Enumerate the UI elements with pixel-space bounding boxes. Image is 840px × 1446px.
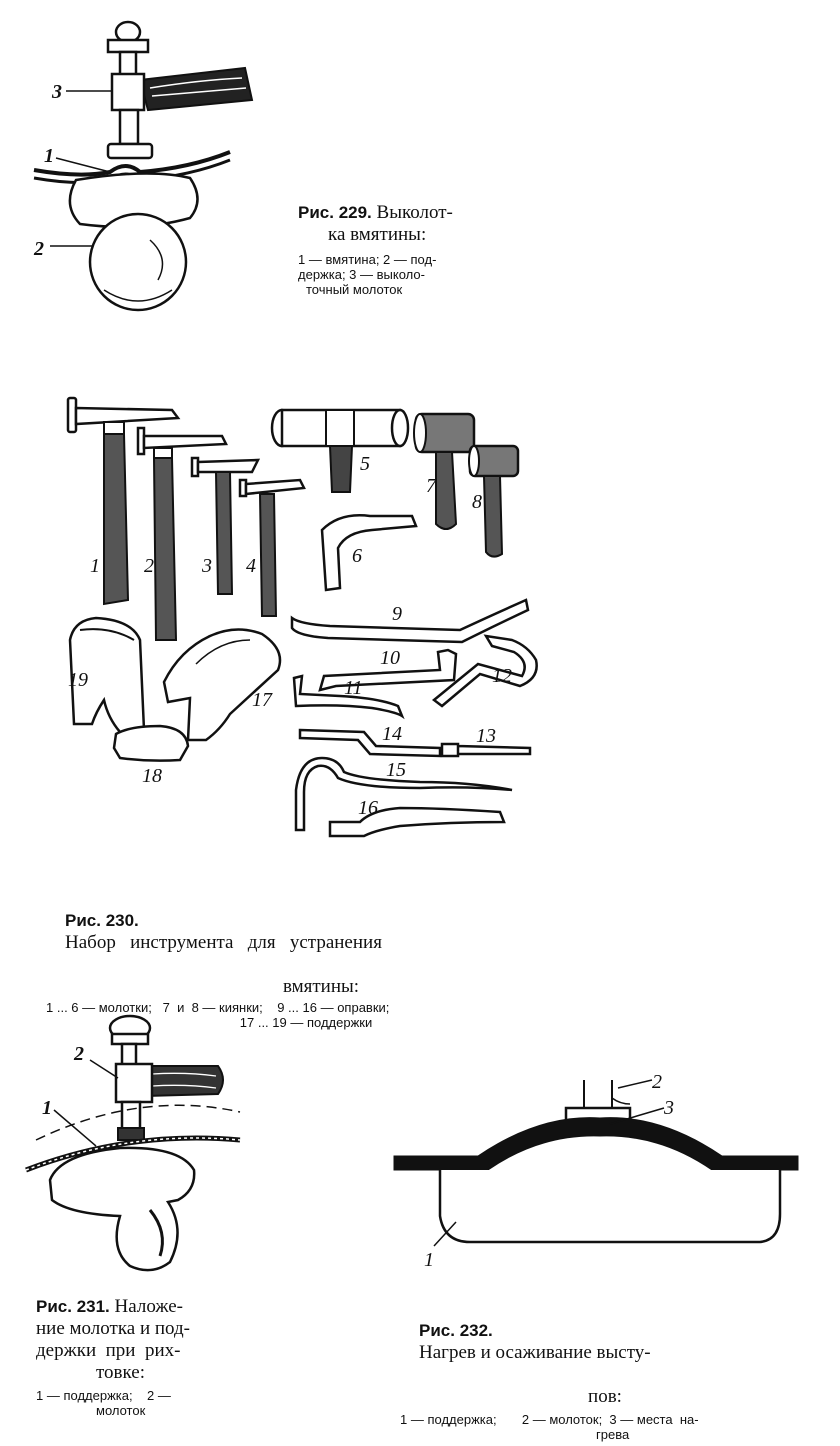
tool-hammer-5 bbox=[270, 408, 410, 493]
fig230-callout-1: 1 bbox=[90, 555, 100, 577]
fig230-callout-4: 4 bbox=[246, 555, 256, 577]
fig230-callout-19: 19 bbox=[68, 669, 88, 691]
fig229-callout-3: 3 bbox=[51, 81, 62, 103]
tool-dolly-9 bbox=[290, 598, 530, 644]
fig231-title-line2: ние молотка и под- bbox=[36, 1318, 190, 1339]
fig230-callout-14: 14 bbox=[382, 723, 402, 745]
fig231-caption: Рис. 231. Наложе- ние молотка и под- дер… bbox=[36, 1296, 256, 1418]
tool-support-17 bbox=[162, 628, 282, 742]
fig232-legend-line1: 1 — поддержка; 2 — молоток; 3 — места на… bbox=[400, 1412, 699, 1427]
fig229-legend-line3: точный молоток bbox=[306, 282, 403, 297]
fig230-callout-6: 6 bbox=[352, 545, 362, 567]
tool-dolly-14 bbox=[298, 728, 442, 758]
fig232-callout-3: 3 bbox=[663, 1097, 674, 1119]
fig231-title-line1: Наложе- bbox=[114, 1296, 183, 1317]
fig232-label: Рис. 232. bbox=[419, 1321, 493, 1340]
fig230-title-line2: вмятины: bbox=[282, 976, 360, 997]
fig230-callout-17: 17 bbox=[252, 689, 273, 711]
fig232-callout-1: 1 bbox=[424, 1249, 434, 1271]
fig230-label: Рис. 230. bbox=[65, 911, 139, 930]
fig230-callout-13: 13 bbox=[476, 725, 496, 747]
fig229-callout-2: 2 bbox=[33, 238, 44, 260]
tool-6 bbox=[320, 514, 418, 592]
tool-dolly-15 bbox=[294, 756, 513, 832]
fig230-callout-9: 9 bbox=[392, 603, 402, 625]
fig230-callout-12: 12 bbox=[492, 665, 512, 687]
fig230-callout-11: 11 bbox=[344, 677, 363, 699]
fig229-legend-line2: держка; 3 — выколо- bbox=[298, 267, 425, 282]
fig230-legend-line1: 1 ... 6 — молотки; 7 и 8 — киянки; 9 ...… bbox=[46, 1000, 390, 1015]
tool-dolly-12 bbox=[431, 634, 538, 708]
tool-hammer-1 bbox=[66, 396, 181, 606]
fig230-callout-15: 15 bbox=[386, 759, 406, 781]
fig229-title-line2: ка вмятины: bbox=[328, 224, 427, 245]
fig232-legend-line2: грева bbox=[596, 1427, 630, 1442]
fig230-callout-8: 8 bbox=[472, 491, 482, 513]
fig231-title-line3: держки при рих- bbox=[36, 1340, 181, 1361]
fig232-callout-2: 2 bbox=[652, 1071, 662, 1093]
fig231-title-line4: товке: bbox=[96, 1362, 145, 1383]
fig229-legend-line1: 1 — вмятина; 2 — под- bbox=[298, 252, 437, 267]
fig230-title-line1: Набор инструмента для устранения bbox=[65, 932, 382, 953]
fig232-title-line2: пов: bbox=[588, 1386, 622, 1407]
tool-support-18 bbox=[112, 724, 190, 762]
fig232-title-line1: Нагрев и осаживание высту- bbox=[419, 1342, 651, 1363]
fig231-legend-line2: молоток bbox=[96, 1403, 146, 1418]
tool-dolly-10 bbox=[318, 648, 458, 692]
fig231-callout-2: 2 bbox=[73, 1043, 84, 1065]
fig231-callout-1: 1 bbox=[42, 1097, 52, 1119]
tool-dolly-13 bbox=[440, 742, 532, 758]
tool-hammer-2 bbox=[136, 426, 228, 641]
tool-mallet-8 bbox=[468, 444, 520, 558]
tool-dolly-16 bbox=[328, 806, 506, 838]
fig229-caption: Рис. 229. Выколот- ка вмятины: 1 — вмяти… bbox=[298, 202, 518, 297]
fig230-callout-18: 18 bbox=[142, 765, 162, 787]
tool-hammer-4 bbox=[238, 478, 306, 617]
fig230-callout-3: 3 bbox=[201, 555, 212, 577]
fig230-legend-line2: 17 ... 19 — поддержки bbox=[239, 1015, 373, 1030]
fig229-title-line1: Выколот- bbox=[376, 202, 453, 223]
fig229-callout-1: 1 bbox=[44, 145, 54, 167]
fig231-legend-line1: 1 — поддержка; 2 — bbox=[36, 1388, 171, 1403]
tool-dolly-11 bbox=[292, 674, 405, 720]
fig230-caption: Рис. 230. Набор инструмента для устранен… bbox=[46, 888, 566, 1030]
fig230-callout-10: 10 bbox=[380, 647, 400, 669]
fig232-caption: Рис. 232. Нагрев и осаживание высту- пов… bbox=[400, 1298, 810, 1442]
tool-mallet-7 bbox=[413, 412, 476, 530]
fig230-callout-7: 7 bbox=[426, 475, 437, 497]
fig231-label: Рис. 231. bbox=[36, 1297, 110, 1316]
fig230-callout-2: 2 bbox=[144, 555, 154, 577]
tool-hammer-3 bbox=[190, 456, 261, 595]
fig230-callout-16: 16 bbox=[358, 797, 378, 819]
fig230-callout-5: 5 bbox=[360, 453, 370, 475]
fig229-label: Рис. 229. bbox=[298, 203, 372, 222]
